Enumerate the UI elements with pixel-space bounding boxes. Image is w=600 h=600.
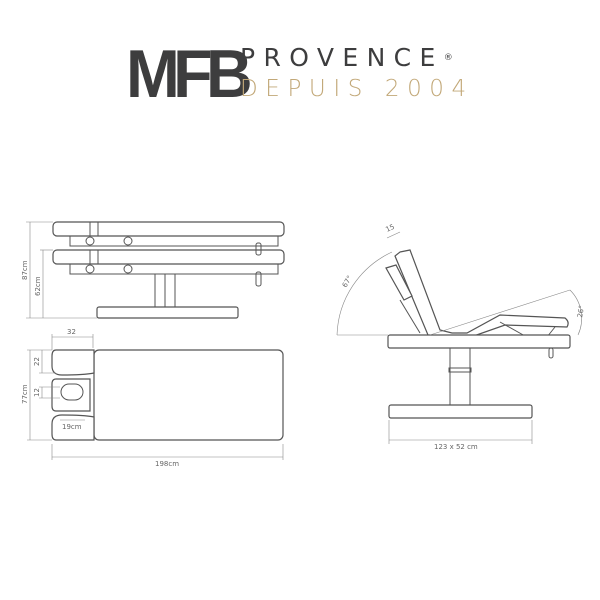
platform [387,334,571,349]
head-length-label: 32 [67,328,76,336]
table-top-lowered [52,249,285,265]
width-label: 77cm [21,384,29,404]
side-view: 87cm 62cm [21,221,285,319]
head-section-top [51,349,95,376]
lift-column [449,347,471,406]
logo-name: PROVENCE® [240,45,453,71]
backrest-angle-arc [336,251,393,336]
length-label: 198cm [155,460,179,468]
logo-tagline: DEPUIS 2004 [240,76,474,102]
min-height-label: 62cm [34,276,42,296]
backrest-offset-label: 15 [384,223,395,234]
max-height-label: 87cm [21,260,29,280]
head-section-middle [51,378,91,412]
tilt-view: 67° 15 26° 123 x 52 cm [336,223,586,451]
frame-lowered [69,263,279,275]
brand-logo: MFB PROVENCE® DEPUIS 2004 [126,40,476,110]
face-hole-length-label: 19cm [62,423,82,431]
face-hole [60,383,84,401]
base-size-label: 123 x 52 cm [434,443,478,451]
table-top-raised [52,221,285,237]
logo-name-text: PROVENCE [240,43,444,72]
top-view: 32 22 12 77cm 19cm 198cm [21,328,284,468]
face-hole-width-label: 12 [33,388,41,397]
tilt-base [388,404,533,419]
frame-raised [69,235,279,247]
leg-angle-label: 26° [576,305,586,319]
registered-mark: ® [443,53,453,63]
headrest [385,264,413,301]
logo-brand: MFB [126,36,253,112]
backrest-and-legrest [394,249,569,339]
base [96,306,239,319]
head-section-bottom [51,414,95,441]
head-section-width-label: 22 [33,357,41,366]
table-body [93,349,284,441]
